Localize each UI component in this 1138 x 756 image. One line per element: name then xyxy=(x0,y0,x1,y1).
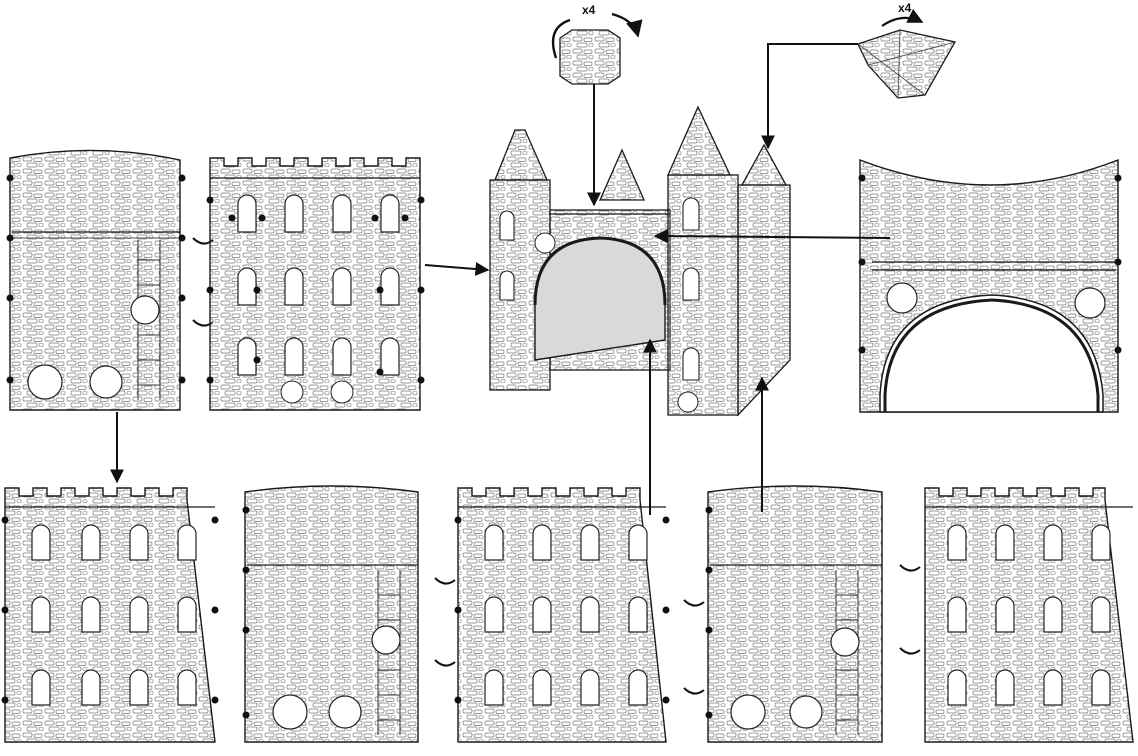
window-wall-panel-c xyxy=(1,487,219,743)
arrow-arch-to-castle xyxy=(653,229,891,244)
mascot-face xyxy=(130,295,160,325)
assembled-castle xyxy=(489,105,791,417)
mascot-face xyxy=(1074,287,1106,319)
tower-top-qty-label: x4 xyxy=(582,3,596,17)
arrow-cone-to-castle xyxy=(761,43,858,150)
mascot-face xyxy=(89,365,123,399)
arrow-wall-to-castle xyxy=(424,262,490,276)
roof-cone-piece: x4 xyxy=(857,1,956,99)
window-wall-panel-b xyxy=(206,157,425,411)
mascot-face xyxy=(27,364,63,400)
window-wall-panel-e xyxy=(454,487,670,743)
mascot-face xyxy=(886,282,918,314)
side-wall-panel-f xyxy=(705,485,883,743)
arch-entrance-panel xyxy=(858,158,1122,413)
side-wall-panel-a xyxy=(6,149,186,411)
tower-top-piece: x4 xyxy=(551,3,643,85)
window-wall-panel-g xyxy=(924,487,1134,743)
roof-cone-qty-label: x4 xyxy=(898,1,912,15)
side-wall-panel-d xyxy=(242,485,419,743)
assembly-arrows xyxy=(110,43,891,515)
